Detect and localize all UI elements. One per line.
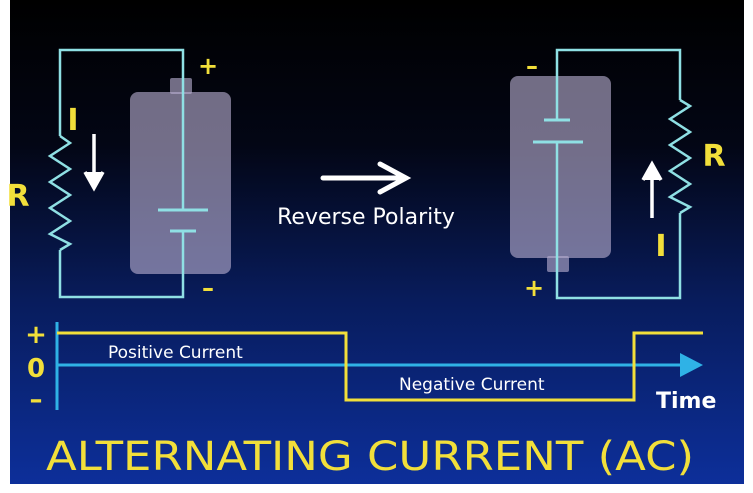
right-resistor-label: R <box>702 139 725 174</box>
page-title: ALTERNATING CURRENT (AC) <box>46 434 694 480</box>
right-current-arrow <box>641 160 663 218</box>
left-resistor <box>47 134 73 252</box>
left-wire-loop <box>58 48 185 299</box>
left-plus-label: + <box>198 52 218 80</box>
graph-time-arrowhead <box>680 353 703 377</box>
background-panel <box>10 0 744 484</box>
graph-minus-label: – <box>30 385 43 415</box>
graph-plus-label: + <box>25 320 47 350</box>
right-wire-loop <box>555 48 682 300</box>
left-battery-terminal <box>170 78 192 94</box>
right-plus-label: + <box>524 274 544 302</box>
reverse-polarity-caption: Reverse Polarity <box>277 205 455 230</box>
right-battery-body <box>510 76 611 258</box>
left-current-label: I <box>67 103 78 138</box>
left-current-arrow <box>83 134 105 192</box>
left-resistor-label: R <box>6 179 29 214</box>
graph-zero-label: 0 <box>27 354 45 384</box>
right-minus-label: – <box>526 52 538 80</box>
left-minus-label: – <box>202 274 214 302</box>
waveform-graph <box>55 322 703 410</box>
time-label: Time <box>656 389 716 414</box>
right-current-label: I <box>655 229 666 264</box>
negative-current-label: Negative Current <box>399 375 545 395</box>
right-circuit <box>510 48 693 300</box>
right-resistor <box>667 98 693 215</box>
square-wave <box>57 331 703 402</box>
positive-current-label: Positive Current <box>108 343 243 363</box>
left-battery-body <box>130 92 231 274</box>
reverse-arrow <box>320 161 412 195</box>
left-circuit <box>47 48 231 299</box>
